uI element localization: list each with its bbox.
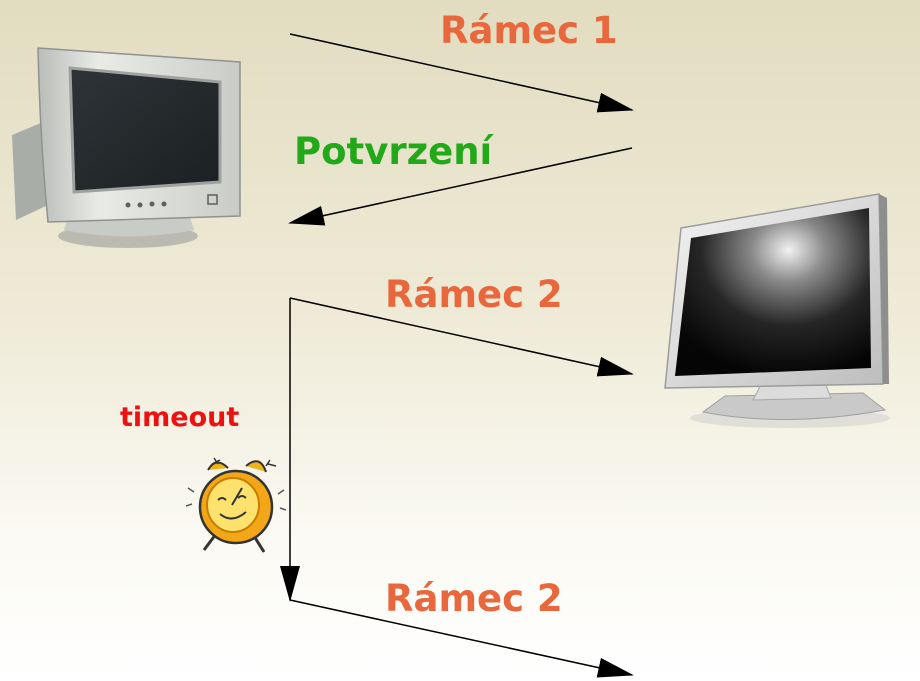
ack-arrow (288, 147, 633, 226)
ack-label: Potvrzení (294, 130, 493, 173)
frame2-retransmit-label: Rámec 2 (385, 577, 563, 620)
alarm-clock-icon (186, 457, 286, 553)
frame2-label: Rámec 2 (385, 273, 563, 316)
frame2-arrow (289, 297, 634, 377)
timeout-label: timeout (120, 402, 240, 433)
frame2-retransmit-arrow (289, 599, 634, 678)
frame1-arrow (289, 33, 634, 113)
crt-monitor-icon (12, 47, 241, 248)
lcd-monitor-icon (664, 193, 890, 428)
frame1-label: Rámec 1 (440, 9, 618, 52)
